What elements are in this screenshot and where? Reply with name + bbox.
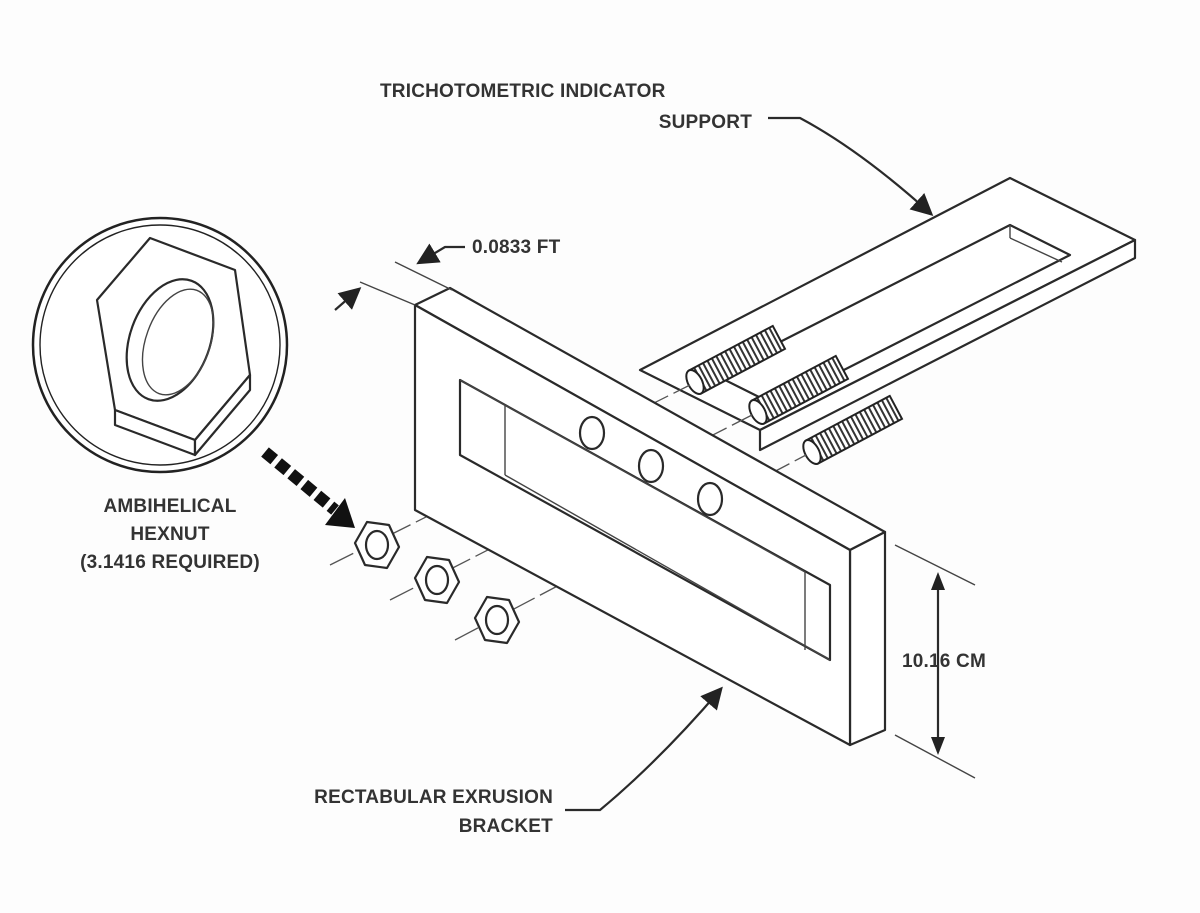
height-dimension-label: 10.16 CM — [902, 651, 986, 672]
thickness-dimension-label: 0.0833 FT — [472, 237, 561, 258]
threaded-rod — [685, 324, 787, 395]
rectabular-extrusion-bracket — [413, 286, 887, 747]
hexnut — [353, 520, 401, 570]
trichotometric-indicator-support — [638, 176, 1137, 452]
support-label-line2: SUPPORT — [659, 112, 752, 133]
hexnut-label-line3: (3.1416 REQUIRED) — [80, 552, 260, 573]
hexnut-detail-callout — [31, 216, 355, 528]
leader-lines — [334, 116, 976, 812]
hexnuts — [353, 520, 521, 645]
hexnut — [473, 595, 521, 645]
hexnut-label-line1: AMBIHELICAL — [103, 496, 236, 517]
bracket-label-line2: BRACKET — [459, 816, 553, 837]
bracket-label-line1: RECTABULAR EXRUSION — [314, 787, 553, 808]
hexnut-label-line2: HEXNUT — [130, 524, 210, 545]
hexnut — [413, 555, 461, 605]
support-label-line1: TRICHOTOMETRIC INDICATOR — [380, 81, 666, 102]
